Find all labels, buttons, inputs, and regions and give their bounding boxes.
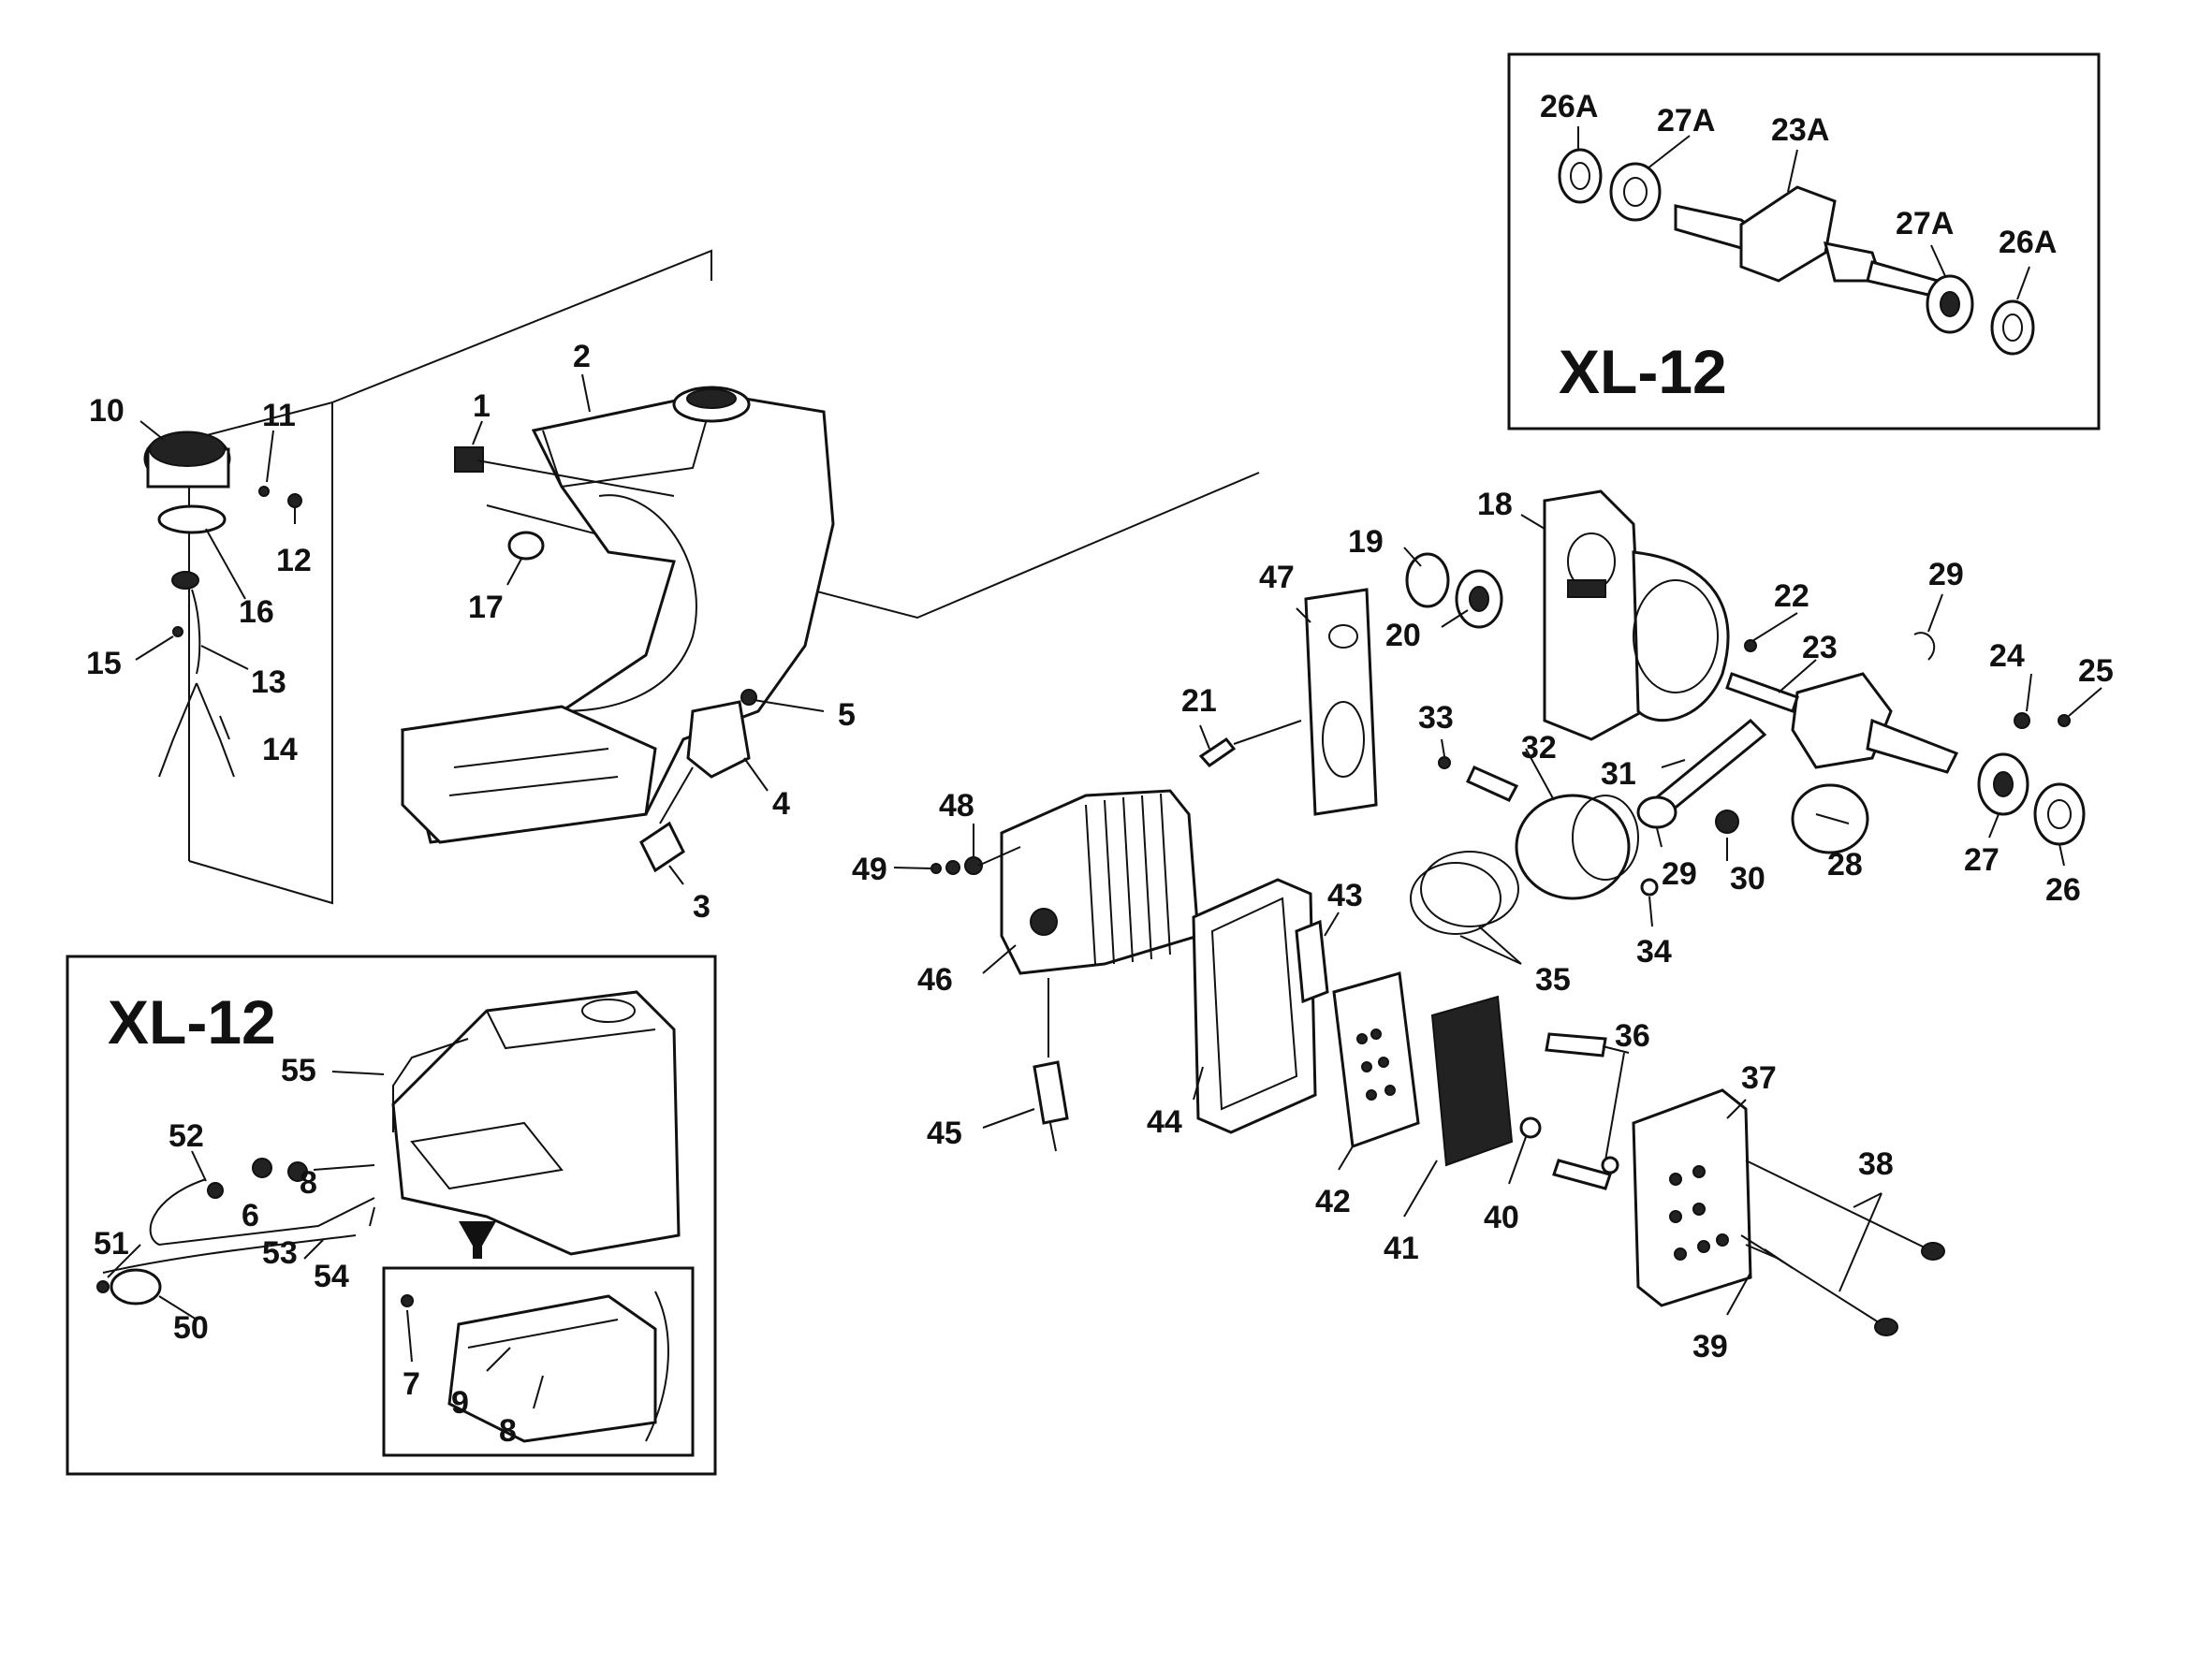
label-35: 35 <box>1535 962 1571 998</box>
spacer-36-drawing <box>1545 1032 1607 1058</box>
label-52: 52 <box>168 1118 204 1154</box>
label-47: 47 <box>1259 560 1295 595</box>
label-40: 40 <box>1484 1200 1519 1235</box>
label-55: 55 <box>281 1053 316 1088</box>
stud-21-drawing <box>1198 737 1237 767</box>
label-23: 23 <box>1802 630 1838 665</box>
label-41: 41 <box>1384 1231 1419 1266</box>
label-10: 10 <box>89 393 125 429</box>
crankshaft-23a-drawing <box>1739 185 1837 283</box>
fuel-inset: XL-12 55 52 6 <box>66 955 717 1476</box>
seal-26-drawing <box>2033 782 2086 846</box>
seal-26a-left-drawing <box>1558 148 1603 204</box>
crankcase-right: 18 19 20 47 22 23 29 24 25 31 29 30 28 2… <box>1259 487 2114 908</box>
label-2: 2 <box>573 339 591 374</box>
label-16: 16 <box>239 594 274 630</box>
label-50: 50 <box>173 1310 209 1346</box>
label-6: 6 <box>242 1198 259 1233</box>
label-5: 5 <box>838 697 856 733</box>
label-24: 24 <box>1989 638 2025 674</box>
label-11: 11 <box>262 398 296 433</box>
muffler-assembly: 43 44 42 41 40 36 37 38 39 <box>1147 878 1945 1364</box>
label-23a: 23A <box>1771 112 1829 148</box>
bearing-27a-left-drawing <box>1609 162 1662 222</box>
label-26a-right: 26A <box>1999 225 2057 260</box>
crankcase-18-drawing <box>1543 489 1645 741</box>
fitting-4-drawing <box>686 700 751 779</box>
label-4: 4 <box>772 786 790 822</box>
screw-3-drawing <box>639 821 685 873</box>
bolt-1-drawing <box>454 446 484 473</box>
label-19: 19 <box>1348 524 1384 560</box>
label-12: 12 <box>276 543 312 578</box>
part-30-drawing <box>1715 810 1739 834</box>
screen-41-drawing <box>1430 995 1514 1167</box>
muffler-base-44-drawing <box>1192 878 1317 1134</box>
washer-40-drawing <box>1519 1116 1542 1139</box>
label-29-top: 29 <box>1928 557 1964 592</box>
label-32: 32 <box>1521 730 1557 766</box>
label-48: 48 <box>939 788 974 824</box>
label-25: 25 <box>2078 653 2114 689</box>
label-26a-left: 26A <box>1540 89 1598 124</box>
label-36: 36 <box>1615 1018 1650 1054</box>
starter-assembly: 10 11 12 16 15 13 14 <box>86 393 333 905</box>
label-7: 7 <box>403 1366 420 1402</box>
label-46: 46 <box>917 962 953 998</box>
seal-17-drawing <box>507 531 545 561</box>
label-27a-right: 27A <box>1896 206 1954 241</box>
label-27a-left: 27A <box>1657 103 1715 139</box>
gasket-43-drawing <box>1295 919 1329 1004</box>
label-39: 39 <box>1692 1329 1728 1364</box>
label-1: 1 <box>473 388 491 424</box>
plate-42-drawing <box>1332 971 1420 1149</box>
piston-cylinder: 21 33 32 35 34 48 49 46 45 <box>852 683 1672 1152</box>
label-21: 21 <box>1181 683 1217 719</box>
label-38: 38 <box>1858 1146 1894 1182</box>
label-22: 22 <box>1774 578 1809 614</box>
label-20: 20 <box>1385 618 1421 653</box>
crankshaft-inset-title: XL-12 <box>1559 337 1727 406</box>
label-14: 14 <box>262 732 298 767</box>
label-27: 27 <box>1964 842 2000 878</box>
label-9: 9 <box>451 1385 469 1421</box>
crankshaft-inset: 26A 27A 23A 27A 26A XL-12 <box>1507 52 2101 430</box>
label-44: 44 <box>1147 1104 1182 1140</box>
label-51: 51 <box>94 1226 129 1262</box>
fuel-tank-drawing <box>391 990 681 1256</box>
label-30: 30 <box>1730 861 1765 897</box>
label-26: 26 <box>2045 872 2081 908</box>
label-37: 37 <box>1741 1060 1777 1096</box>
label-28: 28 <box>1827 847 1863 883</box>
fuel-filter-drawing <box>110 1268 162 1306</box>
spark-plug-45-drawing <box>1033 1060 1069 1125</box>
label-49: 49 <box>852 852 887 887</box>
label-45: 45 <box>927 1116 962 1151</box>
label-33: 33 <box>1418 700 1454 736</box>
label-54: 54 <box>314 1259 349 1294</box>
label-43: 43 <box>1327 878 1363 913</box>
label-3: 3 <box>693 889 710 925</box>
label-15: 15 <box>86 646 122 681</box>
seal-19-drawing <box>1405 552 1450 608</box>
washer-16-drawing <box>157 504 227 534</box>
label-8-fuel: 8 <box>300 1165 317 1201</box>
label-8-detail: 8 <box>499 1413 517 1449</box>
label-13: 13 <box>251 664 286 700</box>
label-18: 18 <box>1477 487 1513 522</box>
fuel-inset-title: XL-12 <box>108 987 276 1057</box>
label-42: 42 <box>1315 1184 1351 1219</box>
pin-33-drawing <box>1466 766 1519 802</box>
crankcase-housing: 1 2 17 5 4 3 <box>331 249 1260 925</box>
label-17: 17 <box>468 590 504 625</box>
cover-37-drawing <box>1632 1088 1752 1307</box>
label-34: 34 <box>1636 934 1672 970</box>
crankshaft-23-drawing <box>1791 672 1893 769</box>
seal-26a-right-drawing <box>1990 299 2035 356</box>
label-53: 53 <box>262 1235 298 1271</box>
label-31: 31 <box>1601 756 1636 792</box>
label-29-bottom: 29 <box>1662 856 1697 892</box>
